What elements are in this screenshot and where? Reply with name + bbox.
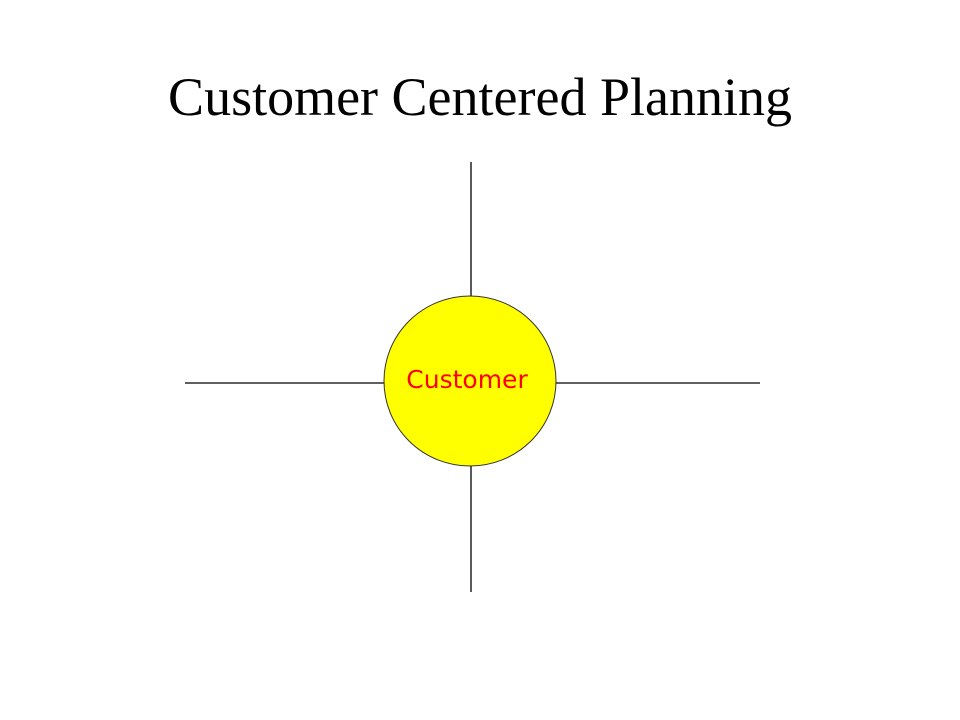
slide-title: Customer Centered Planning [168, 67, 792, 127]
customer-label: Customer [406, 365, 528, 394]
customer-circle [383, 295, 557, 467]
